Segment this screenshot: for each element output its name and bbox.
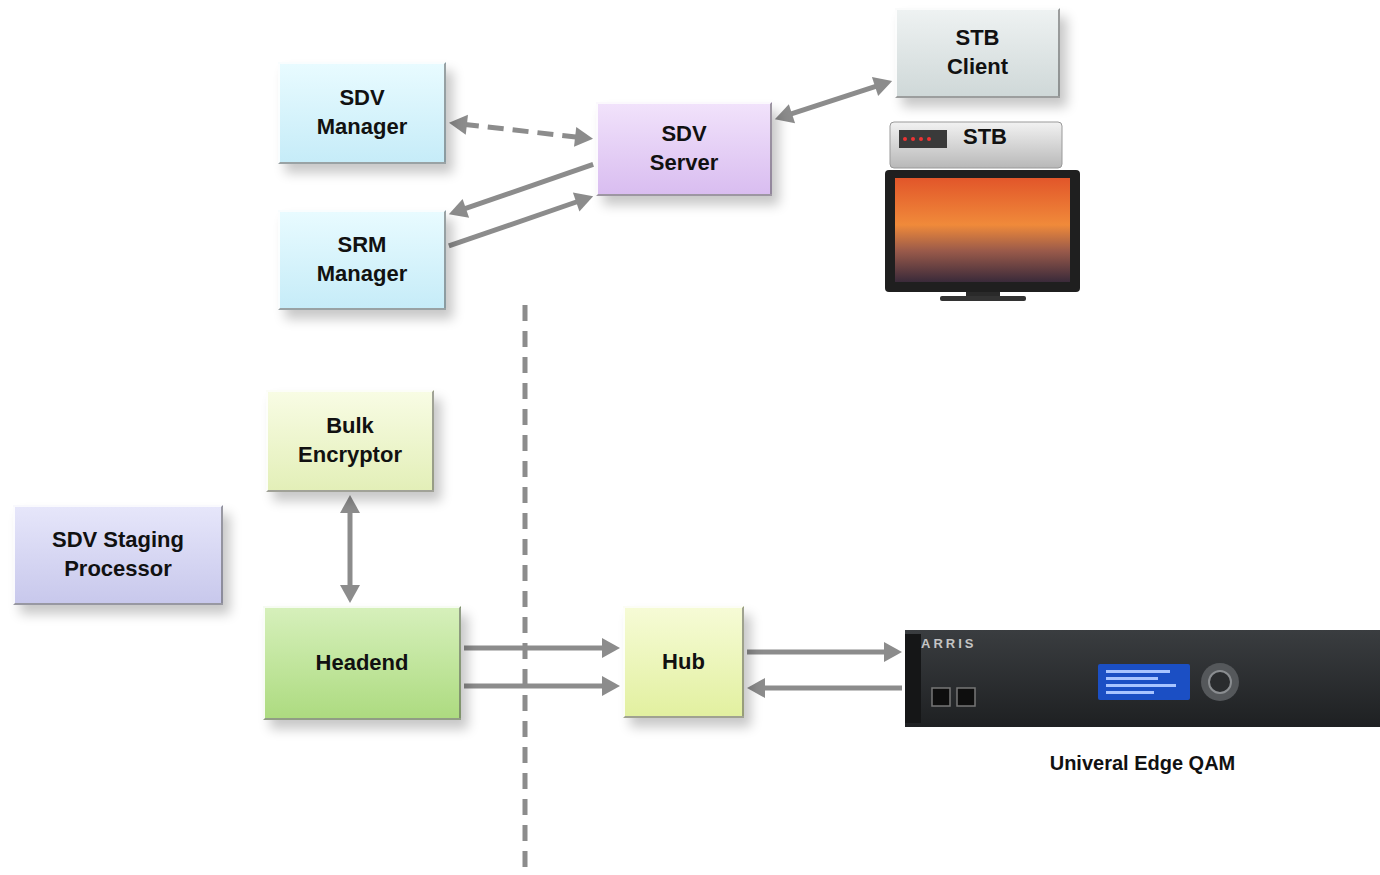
connector (464, 638, 620, 658)
box-text: Bulk Encryptor (290, 412, 410, 469)
arrow-head (884, 642, 902, 662)
connector-line (747, 650, 888, 655)
arrow-head (449, 199, 469, 218)
device-label: STB (950, 124, 1020, 150)
box-text: Hub (662, 648, 705, 677)
connector (340, 495, 360, 603)
processor-box: SDV Staging Processor (13, 505, 223, 605)
connector-line (788, 85, 879, 115)
box-text: Headend (316, 649, 409, 678)
brand-label: ARRIS (921, 636, 1011, 651)
connector (464, 676, 620, 696)
headend-box: Headend (263, 606, 461, 720)
connector-line (464, 646, 606, 651)
arrow-head (340, 495, 360, 513)
qam-device (905, 630, 1380, 727)
connector (747, 678, 902, 698)
box-text: SRM Manager (300, 231, 424, 288)
arrow-head (602, 676, 620, 696)
hub-box: Hub (623, 606, 744, 718)
arrow-head (573, 193, 593, 212)
connector (775, 77, 892, 123)
box-text: SDV Staging Processor (33, 526, 203, 583)
encryptor-box: Bulk Encryptor (266, 390, 434, 492)
connector-line (348, 509, 353, 589)
box-text: SDV Manager (300, 84, 424, 141)
dashed-connector (449, 115, 593, 147)
device-caption: Univeral Edge QAM (1050, 750, 1236, 776)
stb-illustration (885, 122, 1080, 301)
connector (449, 164, 593, 217)
divider-line (523, 305, 528, 875)
arrow-head (747, 678, 765, 698)
client-box: STB Client (895, 8, 1060, 98)
connector-line (761, 686, 902, 691)
connector-line (463, 124, 579, 137)
arrow-head (602, 638, 620, 658)
box-text: STB Client (926, 24, 1030, 81)
arrow-head (574, 127, 593, 147)
manager-box: SRM Manager (278, 210, 446, 310)
manager-box: SDV Manager (278, 62, 446, 164)
arrow-head (775, 104, 795, 123)
arrow-head (872, 77, 892, 96)
arrow-head (449, 115, 468, 135)
connector (449, 193, 593, 246)
connector-line (464, 684, 606, 689)
connector (747, 642, 902, 662)
arrow-head (340, 585, 360, 603)
server-box: SDV Server (596, 102, 772, 196)
qam-device-node: Univeral Edge QAM (905, 630, 1380, 780)
connector-line (449, 201, 580, 246)
box-text: SDV Server (628, 120, 740, 177)
